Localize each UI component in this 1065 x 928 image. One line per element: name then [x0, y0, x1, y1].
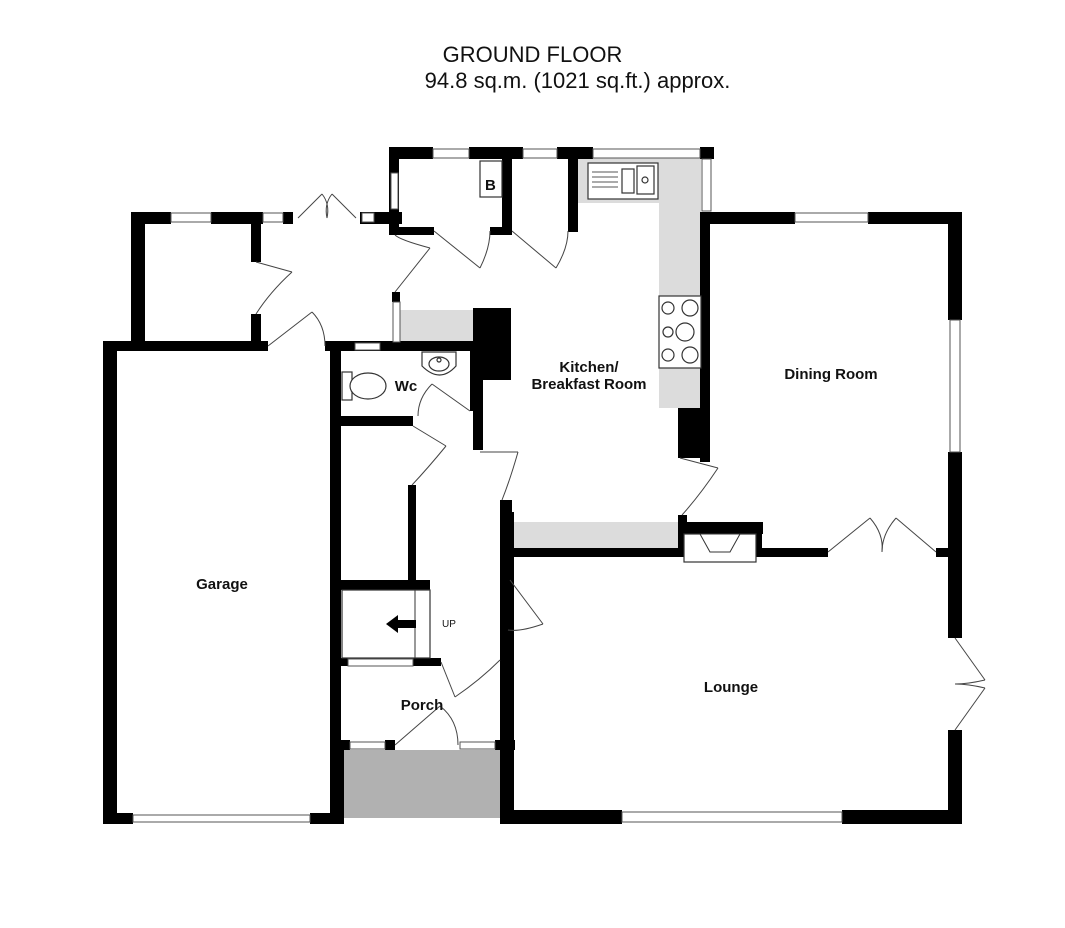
kitchen-sink — [587, 162, 659, 200]
room-labels: Kitchen/ Breakfast Room Dining Room Wc G… — [196, 359, 878, 714]
cupboard-wall — [408, 485, 416, 585]
boiler: B — [479, 160, 503, 198]
boiler-label: B — [485, 177, 496, 194]
doors — [255, 193, 986, 746]
hall-wall-right — [500, 512, 514, 824]
kitchen-worktop-right — [659, 158, 701, 408]
wc-wall-right — [470, 341, 480, 411]
dining-wall-right-b — [948, 452, 962, 556]
wc-wall-bottom — [338, 416, 413, 426]
stairs-wall-top — [338, 580, 430, 590]
dining-room-label: Dining Room — [784, 366, 877, 383]
wc-label: Wc — [395, 378, 418, 395]
window — [432, 148, 470, 159]
stairs-wall-bottom-left — [338, 658, 348, 666]
lounge-label: Lounge — [704, 679, 758, 696]
porch-wall-top-mid — [385, 740, 395, 750]
store-wall-top-a — [131, 212, 171, 224]
utility-wall-top-b — [469, 147, 523, 159]
kitchen-wall-bottom — [510, 548, 685, 557]
kitchen-label-line2: Breakfast Room — [531, 376, 646, 393]
utility-divider — [502, 147, 512, 232]
hall-wall-top — [325, 341, 475, 351]
window — [459, 741, 496, 750]
window — [354, 342, 381, 351]
window — [390, 172, 399, 210]
window — [132, 814, 311, 823]
store-wall-top-c — [283, 212, 293, 224]
window — [347, 658, 414, 667]
hall-wall-right-top — [500, 500, 512, 530]
stairs-arrow-icon — [386, 615, 416, 633]
window — [592, 148, 701, 159]
windows — [132, 148, 961, 823]
cooker-hob — [658, 295, 702, 369]
floor-area: 94.8 sq.m. (1021 sq.ft.) approx. — [424, 68, 731, 93]
porch-label: Porch — [401, 697, 444, 714]
store-wall-divider — [251, 212, 261, 262]
worktops — [342, 158, 701, 818]
garage-wall-bottom-right — [310, 813, 342, 824]
lounge-wall-right-a — [948, 548, 962, 638]
utility-wall-bottom — [389, 227, 434, 235]
window — [349, 741, 386, 750]
lounge-wall-bottom-b — [842, 810, 962, 824]
utility-wall-bottom-b — [490, 227, 512, 235]
window — [262, 212, 284, 223]
lounge-wall-bottom-a — [500, 810, 622, 824]
store-wall-top-b — [211, 212, 263, 224]
floor-title: GROUND FLOOR — [442, 42, 623, 67]
walls — [103, 147, 962, 824]
garage-wall-top — [103, 341, 268, 351]
porch-wall-top-left — [330, 740, 350, 750]
stairs-label: UP — [442, 619, 456, 630]
garage-wall-left — [103, 341, 117, 824]
window — [701, 158, 712, 212]
fireplace-right — [752, 522, 762, 557]
porch-wall-left — [330, 740, 344, 824]
garage-label: Garage — [196, 576, 248, 593]
fireplace — [683, 533, 757, 563]
window — [361, 212, 375, 223]
window — [621, 811, 843, 823]
lounge-wall-top — [760, 548, 828, 557]
dining-wall-top-b — [868, 212, 962, 224]
wash-basin — [421, 351, 457, 376]
store-wall-divider-low — [251, 314, 261, 350]
stairs-wall-bottom-right — [413, 658, 441, 666]
utility-wall-top-a — [389, 147, 433, 159]
kitchen-wall-right — [700, 212, 710, 462]
window — [949, 319, 961, 453]
fixtures: B UP — [341, 160, 757, 659]
dining-wall-top-a — [700, 212, 795, 224]
fireplace-left — [678, 515, 687, 557]
kitchen-wall-top-right — [700, 147, 714, 159]
lounge-wall-right-b — [948, 730, 962, 824]
fridge-block — [678, 408, 710, 458]
kitchen-worktop-left — [400, 310, 474, 342]
lobby-wall-right — [392, 292, 400, 302]
fireplace-surround — [678, 522, 763, 534]
store-wall-left — [131, 212, 145, 350]
toilet — [341, 371, 387, 401]
stairs: UP — [341, 589, 456, 659]
kitchen-label-line1: Kitchen/ — [559, 359, 619, 376]
window — [522, 148, 558, 159]
garage-wall-bottom-left — [103, 813, 133, 824]
kitchen-worktop-bottom — [512, 522, 682, 548]
dining-wall-right-a — [948, 212, 962, 320]
utility-divider-b — [568, 147, 578, 232]
window — [170, 212, 212, 223]
window — [794, 212, 869, 223]
porch-step — [342, 750, 502, 818]
window — [392, 301, 401, 343]
garage-wall-right — [330, 341, 341, 824]
